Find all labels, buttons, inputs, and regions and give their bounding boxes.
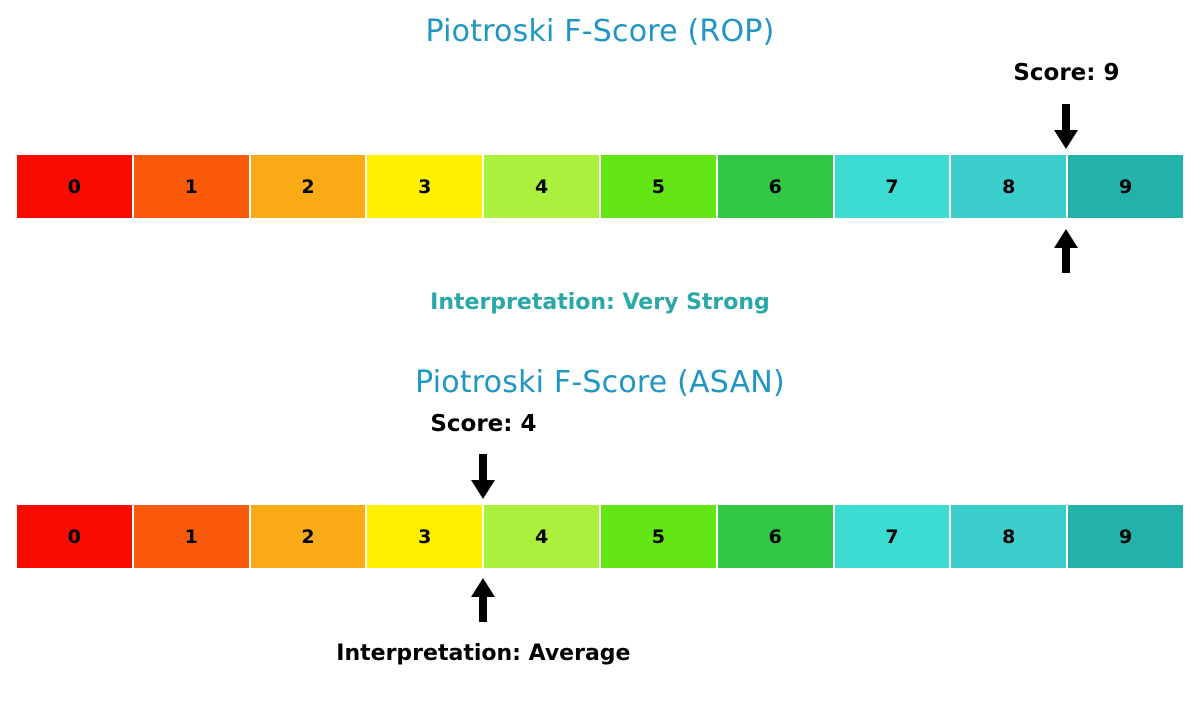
score-pointer-down-arrow-asan — [466, 454, 500, 500]
scale-segment-label: 5 — [651, 525, 665, 548]
scale-segment-label: 9 — [1118, 175, 1133, 198]
scale-segment-label: 9 — [1118, 525, 1133, 548]
scale-segment-label: 7 — [885, 175, 899, 198]
scale-segment-label: 6 — [768, 525, 782, 548]
page-title-asan: Piotroski F-Score (ASAN) — [415, 365, 785, 400]
scale-segment-8[interactable]: 8 — [951, 155, 1069, 218]
scale-segment-0[interactable]: 0 — [17, 155, 134, 218]
scale-segment-8[interactable]: 8 — [951, 505, 1069, 568]
scale-segment-1[interactable]: 1 — [133, 505, 251, 568]
page-title-rop: Piotroski F-Score (ROP) — [425, 14, 775, 49]
fscore-panel-asan: Piotroski F-Score (ASAN) Score: 4 0 1 2 3 4 5… — [0, 351, 1200, 702]
scale-segment-label: 1 — [184, 525, 198, 548]
scale-segment-0[interactable]: 0 — [17, 505, 134, 568]
scale-segment-6[interactable]: 6 — [717, 155, 835, 218]
scale-segment-label: 4 — [534, 525, 549, 548]
scale-segment-label: 3 — [418, 525, 432, 548]
scale-segment-5[interactable]: 5 — [600, 155, 718, 218]
scale-segment-label: 8 — [1002, 175, 1016, 198]
scale-segment-label: 2 — [301, 525, 315, 548]
score-pointer-up-arrow-asan — [466, 577, 500, 623]
scale-segment-6[interactable]: 6 — [717, 505, 835, 568]
scale-segment-label: 0 — [67, 525, 82, 548]
scale-segment-9[interactable]: 9 — [1068, 505, 1183, 568]
scale-segment-label: 2 — [301, 175, 315, 198]
fscore-scale-bar-asan: 0 1 2 3 4 5 6 7 8 9 — [17, 505, 1183, 568]
scale-segment-label: 0 — [67, 175, 82, 198]
score-pointer-up-arrow-rop — [1049, 228, 1083, 274]
interpretation-text-asan: Interpretation: Average — [336, 641, 631, 666]
scale-segment-4[interactable]: 4 — [484, 505, 601, 568]
scale-segment-9[interactable]: 9 — [1068, 155, 1183, 218]
scale-segment-3[interactable]: 3 — [367, 505, 485, 568]
scale-segment-label: 1 — [184, 175, 198, 198]
scale-segment-label: 3 — [418, 175, 432, 198]
scale-segment-label: 5 — [651, 175, 665, 198]
scale-segment-label: 4 — [534, 175, 549, 198]
scale-segment-2[interactable]: 2 — [250, 505, 368, 568]
fscore-panel-rop: Piotroski F-Score (ROP) Score: 9 0 1 2 3 4 5 6… — [17, 14, 1183, 315]
fscore-scale-bar-rop: 0 1 2 3 4 5 6 7 8 9 — [17, 155, 1183, 218]
scale-segment-4[interactable]: 4 — [484, 155, 601, 218]
score-callout-rop: Score: 9 — [1013, 60, 1120, 86]
scale-segment-label: 7 — [885, 525, 899, 548]
score-pointer-down-arrow-rop — [1049, 104, 1083, 150]
scale-segment-2[interactable]: 2 — [250, 155, 368, 218]
scale-segment-label: 6 — [768, 175, 782, 198]
scale-segment-label: 8 — [1002, 525, 1016, 548]
scale-segment-7[interactable]: 7 — [834, 155, 952, 218]
interpretation-text-rop: Interpretation: Very Strong — [430, 290, 770, 315]
scale-segment-5[interactable]: 5 — [600, 505, 718, 568]
score-callout-asan: Score: 4 — [430, 411, 537, 437]
scale-segment-3[interactable]: 3 — [367, 155, 485, 218]
scale-segment-1[interactable]: 1 — [133, 155, 251, 218]
scale-segment-7[interactable]: 7 — [834, 505, 952, 568]
